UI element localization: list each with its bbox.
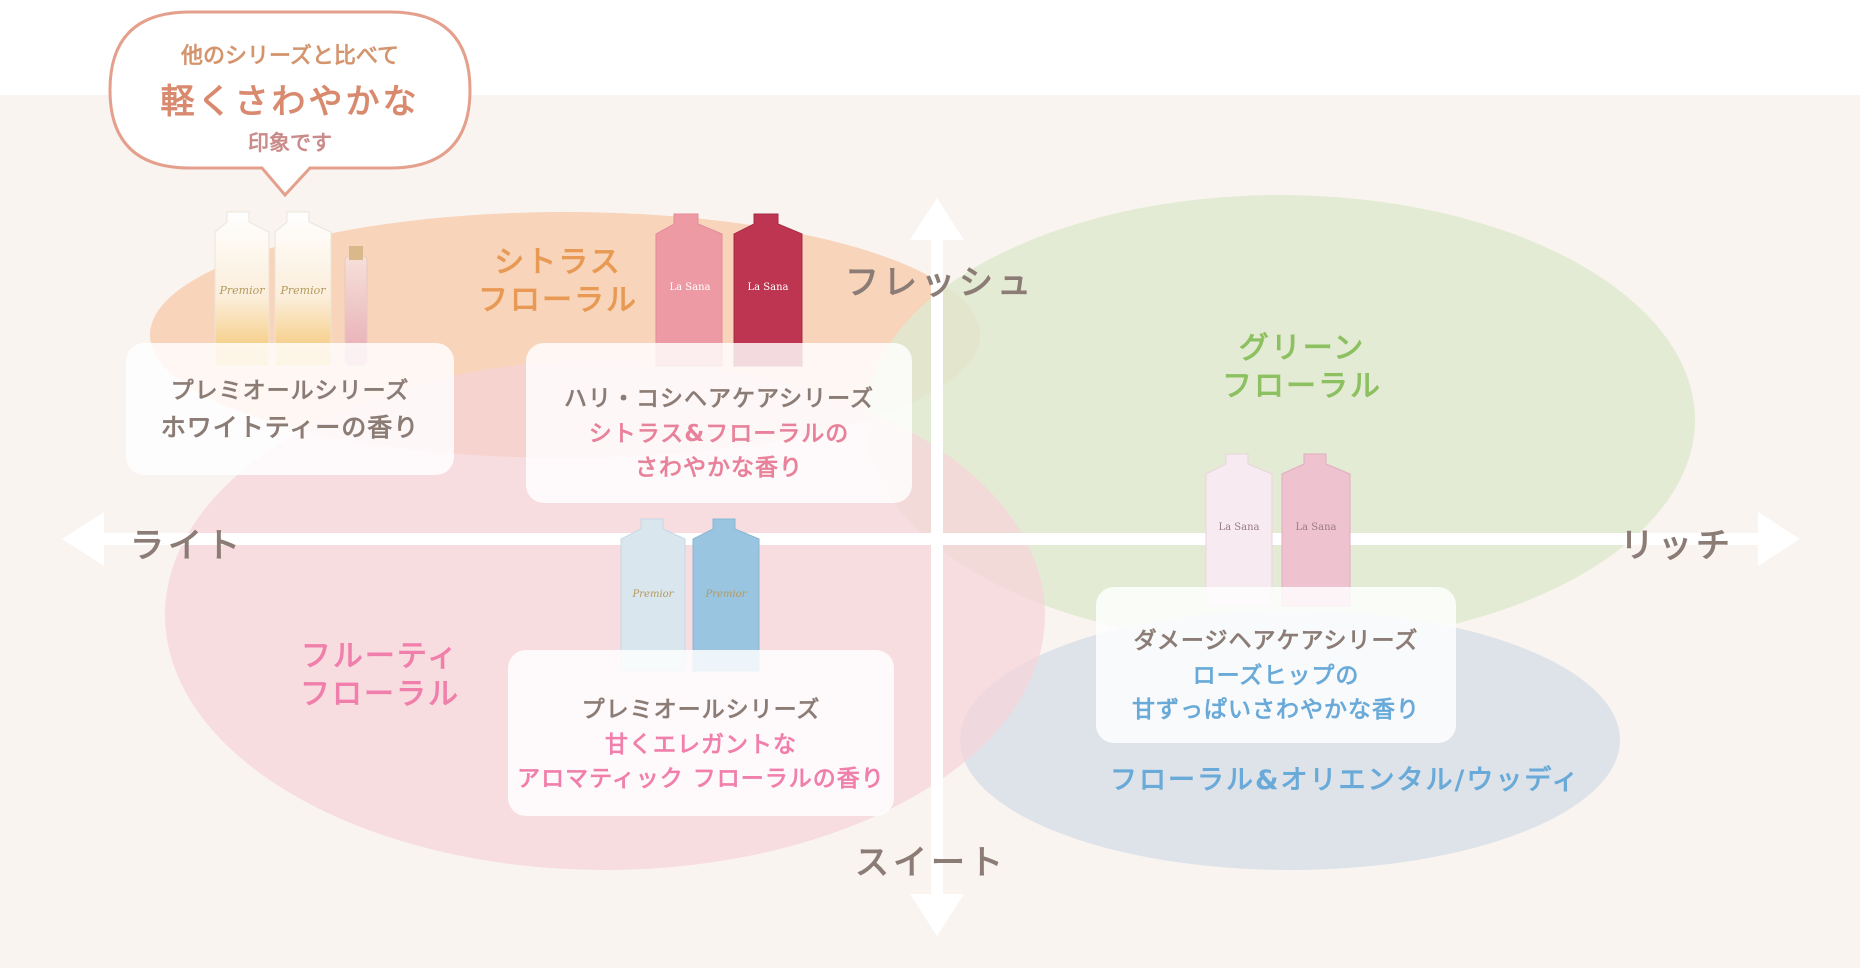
card-scent-line-1: ローズヒップの <box>1192 663 1360 689</box>
arrow-up-icon <box>910 198 964 240</box>
premior-label-1: Premior <box>219 284 266 297</box>
bubble-line-3: 印象です <box>248 131 332 155</box>
card-series: ハリ・コシヘアケアシリーズ <box>564 386 874 412</box>
card-scent-line-2: 甘ずっぱいさわやかな香り <box>1132 697 1420 723</box>
axis-label-light: ライト <box>130 526 244 566</box>
card-hari-koshi: ハリ・コシヘアケアシリーズ シトラス&フローラルの さわやかな香り <box>526 343 912 503</box>
card-scent-line-1: シトラス&フローラルの <box>588 421 850 447</box>
bubble-text: 他のシリーズと比べて 軽くさわやかな 印象です <box>110 38 470 157</box>
category-citrus-line-2: フローラル <box>478 283 638 318</box>
category-oriental-woody: フローラル&オリエンタル/ウッディ <box>1110 765 1581 796</box>
axis-label-fresh: フレッシュ <box>845 263 1035 303</box>
category-citrus-line-1: シトラス <box>494 245 622 280</box>
card-scent-line-2: さわやかな香り <box>635 455 803 481</box>
speech-bubble <box>108 10 472 198</box>
card-series: プレミオールシリーズ <box>170 378 410 404</box>
category-fruity-line-1: フルーティ <box>300 639 460 674</box>
premior-label-3: Premior <box>632 589 675 600</box>
vertical-axis <box>931 238 943 898</box>
green-floral-area <box>865 195 1695 645</box>
card-series: プレミオールシリーズ <box>581 697 821 723</box>
card-scent: ホワイトティーの香り <box>160 413 420 442</box>
category-green-line-2: フローラル <box>1222 369 1382 404</box>
axis-label-sweet: スイート <box>855 843 1007 883</box>
category-fruity-line-2: フローラル <box>300 677 460 712</box>
category-fruity-floral: フルーティ フローラル <box>300 638 460 714</box>
category-green-line-1: グリーン <box>1238 331 1366 366</box>
arrow-left-icon <box>62 512 104 566</box>
axis-label-rich: リッチ <box>1620 526 1734 566</box>
card-scent-line-2: アロマティック フローラルの香り <box>517 766 885 792</box>
bubble-line-1: 他のシリーズと比べて <box>180 44 400 69</box>
category-citrus-floral: シトラス フローラル <box>478 244 638 320</box>
arrow-down-icon <box>910 894 964 936</box>
card-damage: ダメージヘアケアシリーズ ローズヒップの 甘ずっぱいさわやかな香り <box>1096 587 1456 743</box>
premior-aromatic-products: Premior Premior <box>620 518 760 672</box>
card-premior-aromatic: プレミオールシリーズ 甘くエレガントな アロマティック フローラルの香り <box>508 650 894 816</box>
lasana-label-1: La Sana <box>670 282 711 293</box>
lasana-label-4: La Sana <box>1296 522 1337 533</box>
lasana-label-2: La Sana <box>748 282 789 293</box>
premior-label-4: Premior <box>705 589 748 600</box>
card-scent-line-1: 甘くエレガントな <box>605 732 797 758</box>
bubble-line-2: 軽くさわやかな <box>160 82 420 122</box>
card-premior-whitetea: プレミオールシリーズ ホワイトティーの香り <box>126 343 454 475</box>
category-green-floral: グリーン フローラル <box>1222 330 1382 406</box>
arrow-right-icon <box>1758 512 1800 566</box>
lasana-label-3: La Sana <box>1219 522 1260 533</box>
lasana-damage-products: La Sana La Sana <box>1205 453 1351 607</box>
horizontal-axis <box>100 533 1760 545</box>
card-series: ダメージヘアケアシリーズ <box>1133 628 1419 654</box>
premior-label-2: Premior <box>280 284 327 297</box>
